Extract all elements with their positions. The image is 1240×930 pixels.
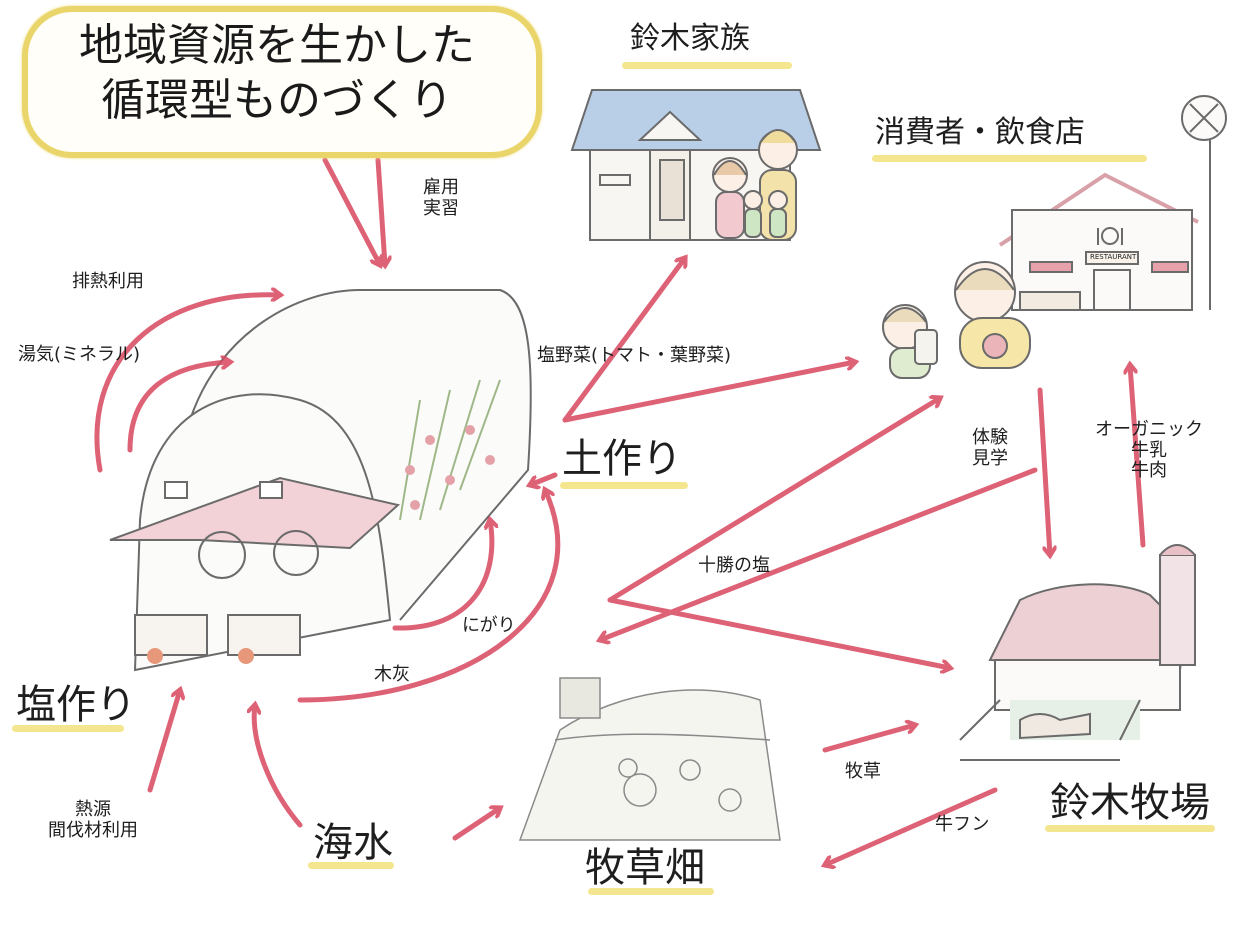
arrow-title-to-greenhouse-2 [375,157,385,265]
node-suzuki-family: 鈴木家族 [630,21,750,56]
label-steam: 湯気(ミネラル) [18,344,141,365]
arrow-organic [1130,365,1146,548]
title-bubble [22,6,542,158]
label-waste-heat: 排熱利用 [72,271,144,292]
arrow-title-to-greenhouse-1 [322,157,380,265]
diagram-title: 地域資源を生かした 循環型ものづくり [32,18,522,128]
label-nigari: にがり [462,615,516,636]
label-experience: 体験 見学 [972,427,1008,469]
label-heat-source: 熱源 間伐材利用 [48,799,138,841]
restaurant-drawing [882,95,1227,379]
arrow-experience [1037,387,1050,555]
arrows [94,157,1146,865]
greenhouse-drawing [109,289,532,672]
label-employment: 雇用 実習 [423,177,459,219]
node-pasture-field: 牧草畑 [585,845,705,891]
arrow-tokachi-salt-to-farm [607,597,950,668]
label-organic: オーガニック 牛乳 牛肉 [1095,419,1203,482]
arrow-waste-heat [94,295,280,473]
soil-highlight [560,482,688,489]
arrow-heat-source [147,690,180,793]
node-salt: 塩作り [16,682,136,728]
label-tokachi-salt: 十勝の塩 [698,555,770,576]
barn-drawing [959,544,1196,761]
label-wood-ash: 木灰 [374,664,410,685]
arrow-grass [822,725,915,753]
arrow-wood-ash [297,490,561,703]
arrow-nigari [392,520,492,631]
arrow-tokachi-salt-to-consumers [607,398,940,603]
label-salt-vegetables: 塩野菜(トマト・葉野菜) [537,345,732,366]
arrow-seawater-to-salt [254,705,303,828]
arrow-seawater-to-field [452,808,500,841]
arrow-soil [530,472,558,485]
family-house-drawing [570,89,822,241]
node-consumers: 消費者・飲食店 [875,115,1085,150]
arrow-salt-vegetables [562,362,855,423]
consumers-highlight [872,155,1147,162]
node-suzuki-farm: 鈴木牧場 [1050,780,1210,826]
label-manure: 牛フン [935,814,990,835]
field-highlight [588,888,714,895]
node-seawater: 海水 [313,820,393,866]
title-line-2: 循環型ものづくり [101,75,453,126]
seawater-highlight [308,862,394,869]
arrow-to-family [562,258,685,423]
arrow-manure [825,787,998,865]
arrow-tokachi-salt-to-field [600,467,1038,640]
node-soil: 土作り [562,436,682,482]
arrow-steam [127,362,230,453]
title-line-1: 地域資源を生かした [79,20,475,71]
pasture-field-drawing [518,677,781,841]
salt-highlight [12,725,124,732]
family-highlight [622,62,792,69]
restaurant-sign: RESTAURANT [1090,253,1137,261]
label-grass: 牧草 [845,761,881,782]
farm-highlight [1045,825,1215,832]
